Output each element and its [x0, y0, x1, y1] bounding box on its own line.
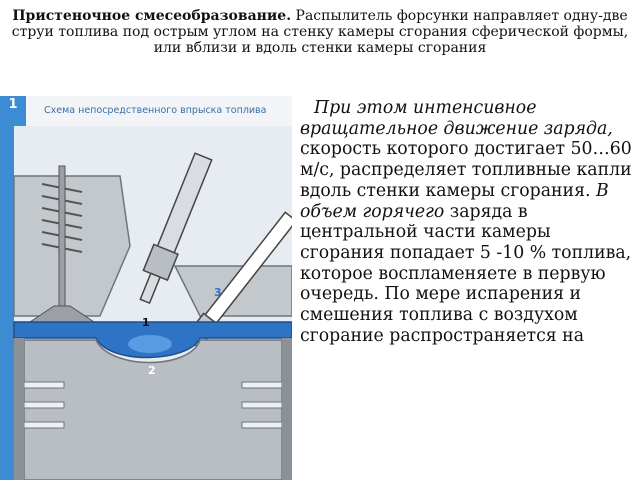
- piston-ring-6: [241, 421, 283, 429]
- body-italic-1: При этом интенсивное вращательное движен…: [300, 98, 613, 139]
- piston-ring-5: [241, 401, 283, 409]
- fuel-spray: [128, 335, 172, 353]
- piston-ring-3: [23, 421, 65, 429]
- callout-2: 2: [148, 364, 156, 377]
- slide-description: Распылитель форсунки направляет одну-две…: [11, 8, 629, 56]
- slide-title: Пристеночное смесеобразование.: [12, 8, 292, 24]
- slide-header: Пристеночное смесеобразование. Распылите…: [8, 8, 632, 56]
- piston-ring-4: [241, 381, 283, 389]
- callout-1: 1: [142, 316, 150, 329]
- piston-ring-2: [23, 401, 65, 409]
- body-text-2: скорость которого достигает 50…60 м/с, р…: [300, 139, 632, 201]
- figure-number: 1: [0, 96, 26, 126]
- body-text-4: заряда в центральной части камеры сгоран…: [300, 201, 632, 346]
- body-paragraph: При этом интенсивное вращательное движен…: [300, 98, 636, 346]
- injection-diagram: 1 2 3: [0, 126, 292, 480]
- injector: [139, 152, 213, 305]
- callout-3: 3: [214, 286, 222, 299]
- valve-stem: [58, 165, 66, 307]
- cylinder-wall-left: [14, 338, 24, 480]
- cylinder-wall-right: [282, 338, 292, 480]
- body-italic-3: В объем горячего: [300, 180, 609, 222]
- engine-figure: 1 Схема непосредственного впрыска топлив…: [0, 96, 292, 480]
- blue-side-strip: [0, 126, 14, 480]
- piston-ring-1: [23, 381, 65, 389]
- figure-title: Схема непосредственного впрыска топлива: [44, 105, 267, 116]
- figure-title-bar: Схема непосредственного впрыска топлива: [26, 96, 292, 127]
- cylinder-head: [13, 175, 131, 317]
- piston: [23, 339, 283, 480]
